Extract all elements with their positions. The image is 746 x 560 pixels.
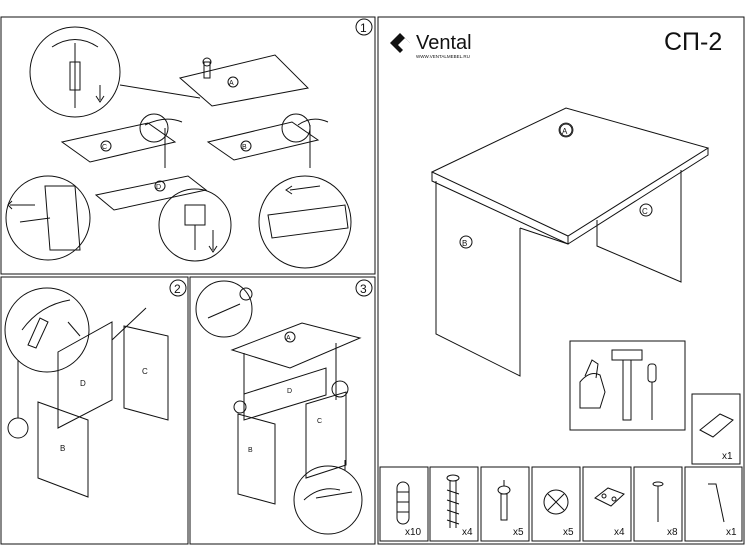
count-hex-key: x1 [726, 527, 737, 538]
step-1-panel-b [206, 121, 320, 161]
step-3-panel-d [243, 367, 327, 421]
step-2-panel [0, 276, 189, 545]
step-1-label-d: D [156, 184, 161, 191]
model-code: СП-2 [664, 28, 722, 56]
step-2-label-d: D [80, 379, 86, 388]
step-2-panel-b [37, 401, 89, 498]
overview-panel [377, 16, 745, 545]
count-dowel: x10 [405, 527, 422, 538]
step-2-label-c: C [142, 367, 148, 376]
step-3-detail-circle-b [293, 465, 363, 535]
screw-icon [446, 474, 460, 482]
shelf-pack-box [691, 393, 741, 465]
step-2-panel-d [57, 321, 113, 429]
count-nail: x8 [667, 527, 678, 538]
step-1-number: 1 [360, 21, 367, 35]
step-1-badge [355, 18, 373, 36]
screwdriver-icon [647, 363, 657, 383]
hardware-bracket [582, 466, 632, 542]
hardware-dowel [379, 466, 429, 542]
count-bracket: x4 [614, 527, 625, 538]
step-1-panel-c [60, 122, 177, 163]
step-3-panel-c [305, 391, 347, 479]
step-3-label-d: D [287, 388, 292, 395]
ventals-logo-mark [390, 33, 412, 53]
step-1-detail-circle-d [258, 175, 352, 269]
nail-icon [652, 481, 664, 487]
desk-side-panel-c [596, 170, 682, 283]
count-cam-lock: x5 [563, 527, 574, 538]
hammer-icon [611, 349, 643, 361]
desk-side-panel-b [435, 181, 521, 377]
step-1-label-b: B [242, 144, 247, 151]
tools-box [569, 340, 686, 431]
step-3-panel [189, 276, 376, 545]
step-3-panel-b [237, 413, 276, 505]
step-3-badge [355, 279, 373, 297]
count-shelf-pack: x1 [722, 451, 733, 462]
step-2-badge [169, 279, 187, 297]
step-3-panel-a [230, 322, 362, 369]
step-2-panel-c [123, 325, 169, 421]
hardware-cam-bolt [480, 466, 530, 542]
step-1-detail-circle-b [5, 175, 91, 261]
dowel-icon [396, 481, 410, 525]
step-2-number: 2 [174, 282, 181, 296]
hardware-cam-lock [531, 466, 581, 542]
step-2-detail-circle [4, 287, 90, 373]
hardware-confirmat-screw [429, 466, 479, 542]
count-cam-bolt: x5 [513, 527, 524, 538]
cam-bolt-icon [497, 485, 511, 495]
hardware-hex-key [684, 466, 743, 542]
thumbs-up-icon [579, 373, 606, 409]
brand-url: WWW.VENTALMEBEL.RU [416, 54, 470, 59]
desk-label-a: A [562, 127, 568, 136]
count-confirmat-screw: x4 [462, 527, 473, 538]
bracket-icon [594, 487, 625, 507]
cam-lock-icon [543, 489, 569, 515]
step-3-number: 3 [360, 282, 367, 296]
hex-key-icon [708, 483, 725, 523]
step-3-label-b: B [248, 447, 253, 454]
step-3-label-a: A [286, 335, 291, 342]
step-1-detail-circle-c [158, 188, 232, 262]
desk-label-b: B [462, 239, 467, 248]
step-3-label-c: C [317, 418, 322, 425]
desk-label-c: C [642, 207, 648, 216]
step-3-detail-circle-a [195, 280, 253, 338]
step-1-label-a: A [229, 80, 234, 87]
desk-top-panel-a [430, 107, 710, 237]
step-1-detail-circle-a [29, 26, 121, 118]
step-1-panel-a [178, 54, 310, 107]
hardware-nail [633, 466, 683, 542]
step-2-label-b: B [60, 444, 65, 453]
step-1-panel [0, 16, 376, 275]
step-1-label-c: C [102, 144, 107, 151]
brand-name: Vental [416, 32, 472, 54]
